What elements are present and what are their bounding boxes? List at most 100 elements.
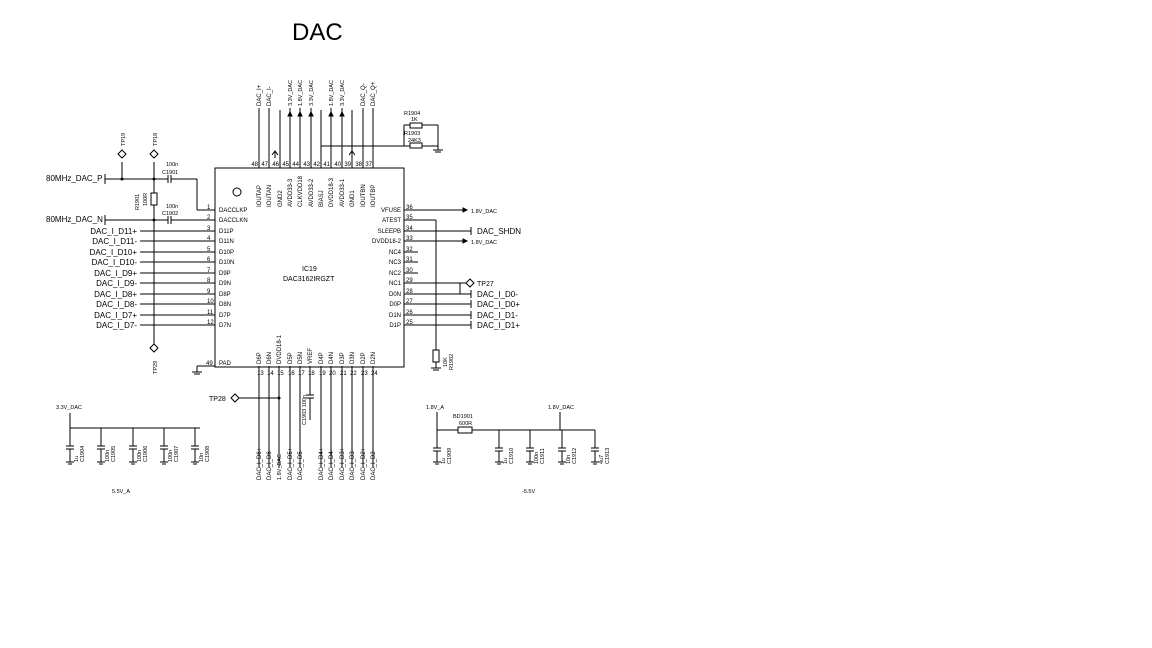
pin-name: GND2	[278, 190, 284, 207]
cap-value: 100n	[534, 452, 540, 464]
net-label: DAC_I_D7-	[96, 321, 137, 330]
pin-number: 32	[406, 247, 413, 253]
pin-name: D7N	[219, 323, 231, 329]
pin-number: 37	[365, 162, 372, 168]
right-net: DAC_I_D1-	[404, 311, 518, 320]
cap-ref: C1906	[143, 446, 149, 462]
net-label: 1.8V_DAC	[471, 240, 497, 246]
net-label: 1.8V_DAC	[329, 80, 335, 106]
bottom-net: DAC_I_D3-	[350, 449, 356, 480]
cap-value: 10n	[199, 453, 205, 462]
pin-name: D1P	[389, 323, 401, 329]
tp28-vref: TP28 C1903 100n	[209, 366, 314, 425]
pin-number: 39	[344, 162, 351, 168]
pin-number: 13	[257, 371, 264, 377]
net-clk-n: 80MHz_DAC_N	[46, 215, 103, 224]
pin-number: 12	[207, 320, 214, 326]
top-net: 3.3V_DAC	[287, 80, 294, 117]
bottom-net: DAC_I_D3+	[340, 447, 346, 480]
pad-pin-name: PAD	[219, 361, 232, 367]
pin-name: NC1	[389, 281, 402, 287]
pin-number: 47	[261, 162, 268, 168]
pin-number: 11	[207, 310, 214, 316]
right-net: DAC_I_D0+	[404, 300, 520, 309]
cap-ref: C1905	[111, 446, 117, 462]
pin-name: AVDD33-3	[288, 178, 294, 207]
vref-cap-label: C1903 100n	[302, 395, 308, 425]
pin-number: 25	[406, 320, 413, 326]
page-title: DAC	[292, 19, 343, 46]
pin-number: 9	[207, 289, 211, 295]
cap-ref: C1907	[174, 446, 180, 462]
pin-number: 28	[406, 289, 413, 295]
pin-name: IOUTAP	[257, 185, 263, 207]
pin-name: D9N	[219, 281, 231, 287]
pin-number: 22	[350, 371, 357, 377]
pin-name: D8P	[219, 292, 231, 298]
net-clk-p: 80MHz_DAC_P	[46, 174, 102, 183]
cap-value: 1u	[74, 456, 80, 462]
tp28-label: TP28	[209, 396, 226, 403]
cap-value: 100n	[105, 450, 111, 462]
pin-number: 45	[282, 162, 289, 168]
pin-name: D5N	[298, 352, 304, 364]
cap-value: 4u7	[599, 455, 605, 464]
net-label: DAC_I_D10+	[90, 248, 138, 257]
pin-name: ATEST	[382, 218, 401, 224]
pin-name: D2N	[371, 352, 377, 364]
r1902-ref: R1902	[449, 354, 455, 370]
net-label: 3.3V_DAC	[309, 80, 315, 106]
top-net: DAC_Q-	[361, 83, 367, 112]
cap-value: 10n	[566, 455, 572, 464]
net-label: 1.8V_DAC	[277, 454, 283, 480]
cap-ref: C1913	[605, 448, 611, 464]
cap-value: 1u	[503, 458, 509, 464]
pin-name: D0P	[389, 302, 401, 308]
net-label: DAC_I_D9-	[96, 279, 137, 288]
r1903-ref: R1903	[404, 131, 420, 137]
c1901-value: 100n	[166, 162, 178, 168]
pin-number: 15	[277, 371, 284, 377]
pad-pin-num: 49	[206, 361, 213, 367]
pin-name: VFUSE	[381, 208, 401, 214]
pin-number: 17	[298, 371, 305, 377]
cap-value: 1u	[441, 458, 447, 464]
pin-name: IOUTAN	[267, 185, 273, 207]
tp29-label: TP29	[153, 361, 159, 374]
net-label: DAC_I_D6-	[267, 449, 273, 480]
net-label: 1.8V_DAC	[298, 80, 304, 106]
pin-name: D10N	[219, 260, 234, 266]
bottom-net: DAC_I_D6-	[267, 449, 273, 480]
pin-number: 7	[207, 268, 211, 274]
net-label: DAC_I_D8-	[96, 300, 137, 309]
pin-number: 1	[207, 205, 211, 211]
r1902-value: 10K	[443, 357, 449, 367]
pin-name: IOUTBN	[361, 184, 367, 207]
pin-name: D4P	[319, 352, 325, 364]
pin-number: 30	[406, 268, 413, 274]
pin-name: AVDD33-1	[340, 178, 346, 207]
net-label: DAC_I_D5+	[288, 447, 294, 480]
pin-name: AVDD33-2	[309, 178, 315, 207]
net-label: DAC_I_D1+	[477, 321, 520, 330]
pin-name: D3N	[350, 352, 356, 364]
